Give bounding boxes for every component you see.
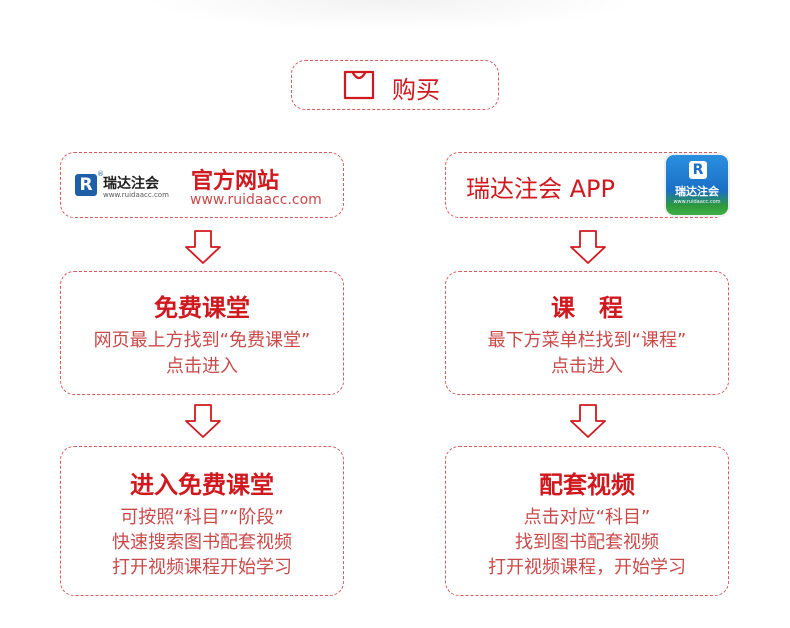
step-matching-video: 配套视频 点击对应“科目” 找到图书配套视频 打开视频课程，开始学习 bbox=[445, 446, 729, 596]
step-desc-line: 最下方菜单栏找到“课程” bbox=[487, 330, 687, 351]
website-title: 官方网站 bbox=[191, 169, 280, 194]
ruida-logo: R ® 瑞达注会 www.ruidaacc.com bbox=[75, 170, 181, 201]
website-url[interactable]: www.ruidaacc.com bbox=[190, 192, 322, 208]
app-entry[interactable]: 瑞达注会 APP R 瑞达注会 www.ruidaacc.com bbox=[445, 152, 730, 218]
down-arrow-icon bbox=[570, 230, 606, 264]
step-desc-line: 打开视频课程开始学习 bbox=[112, 557, 292, 578]
step-desc-line: 找到图书配套视频 bbox=[515, 532, 659, 553]
logo-url: www.ruidaacc.com bbox=[103, 191, 169, 199]
down-arrow-icon bbox=[185, 230, 221, 264]
buy-header: 购买 bbox=[291, 60, 499, 110]
logo-r-mark: R bbox=[75, 174, 97, 196]
app-title: 瑞达注会 APP bbox=[466, 175, 615, 203]
step-desc-line: 可按照“科目”“阶段” bbox=[120, 507, 284, 528]
step-title: 进入免费课堂 bbox=[130, 471, 274, 499]
app-icon-url: www.ruidaacc.com bbox=[673, 199, 721, 205]
step-desc-line: 打开视频课程，开始学习 bbox=[488, 557, 686, 578]
step-desc-line: 快速搜索图书配套视频 bbox=[112, 532, 292, 553]
website-entry[interactable]: R ® 瑞达注会 www.ruidaacc.com 官方网站 www.ruida… bbox=[60, 152, 344, 218]
step-title: 配套视频 bbox=[539, 471, 635, 499]
buy-label: 购买 bbox=[392, 76, 440, 104]
step-desc-line: 点击对应“科目” bbox=[523, 507, 651, 528]
step-desc-line: 点击进入 bbox=[551, 356, 623, 377]
step-title: 课 程 bbox=[551, 294, 623, 322]
step-free-classroom: 免费课堂 网页最上方找到“免费课堂” 点击进入 bbox=[60, 271, 344, 395]
step-desc-line: 点击进入 bbox=[166, 356, 238, 377]
step-title: 免费课堂 bbox=[154, 294, 250, 322]
app-icon-r-mark: R bbox=[689, 161, 707, 179]
down-arrow-icon bbox=[185, 404, 221, 438]
app-icon-text: 瑞达注会 bbox=[675, 185, 719, 198]
step-enter-free-classroom: 进入免费课堂 可按照“科目”“阶段” 快速搜索图书配套视频 打开视频课程开始学习 bbox=[60, 446, 344, 596]
top-shadow bbox=[140, 0, 640, 32]
step-course: 课 程 最下方菜单栏找到“课程” 点击进入 bbox=[445, 271, 729, 395]
app-icon[interactable]: R 瑞达注会 www.ruidaacc.com bbox=[664, 153, 730, 217]
step-desc-line: 网页最上方找到“免费课堂” bbox=[93, 330, 311, 351]
down-arrow-icon bbox=[570, 404, 606, 438]
logo-text: 瑞达注会 bbox=[103, 176, 159, 192]
shopping-bag-icon bbox=[342, 69, 376, 105]
